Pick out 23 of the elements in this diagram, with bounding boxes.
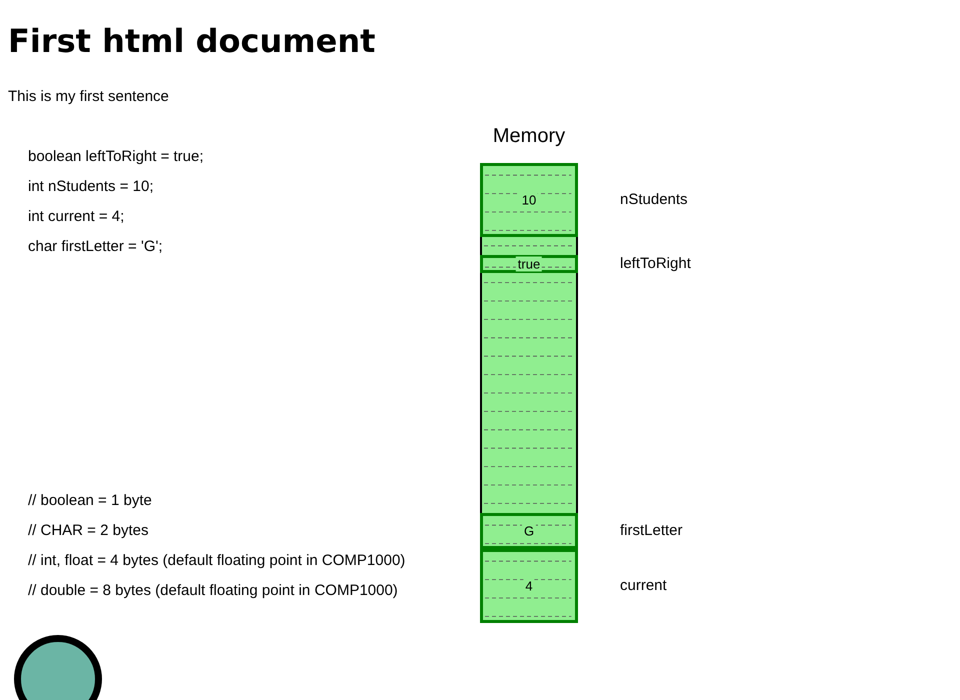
variable-name: leftToRight xyxy=(620,255,691,272)
cell-value: G xyxy=(522,523,536,538)
variable-name: current xyxy=(620,577,667,594)
code-comment: // CHAR = 2 bytes xyxy=(28,522,148,539)
column-heading: Memory xyxy=(492,125,566,148)
cell-value: true xyxy=(516,256,542,272)
variable-name: firstLetter xyxy=(620,522,683,539)
memory-cell xyxy=(480,512,578,550)
code-comment: // boolean = 1 byte xyxy=(28,492,152,509)
code-line: boolean leftToRight = true; xyxy=(28,148,204,165)
memory-cell xyxy=(480,255,578,274)
code-comment: // double = 8 bytes (default floating point in COMP1000) xyxy=(28,582,398,599)
code-line: int current = 4; xyxy=(28,208,124,225)
variable-name: nStudents xyxy=(620,190,688,208)
memory-cell xyxy=(480,549,578,623)
paragraph-text: This is my first sentence xyxy=(8,88,169,105)
round-button xyxy=(14,635,102,700)
code-line: char firstLetter = 'G'; xyxy=(28,238,163,255)
code-comment: // int, float = 4 bytes (default floating point in COMP1000) xyxy=(28,552,406,569)
memory-cell xyxy=(480,163,578,237)
code-line: int nStudents = 10; xyxy=(28,178,154,195)
cell-value: 10 xyxy=(520,192,538,208)
page-title: First html document xyxy=(8,22,376,60)
